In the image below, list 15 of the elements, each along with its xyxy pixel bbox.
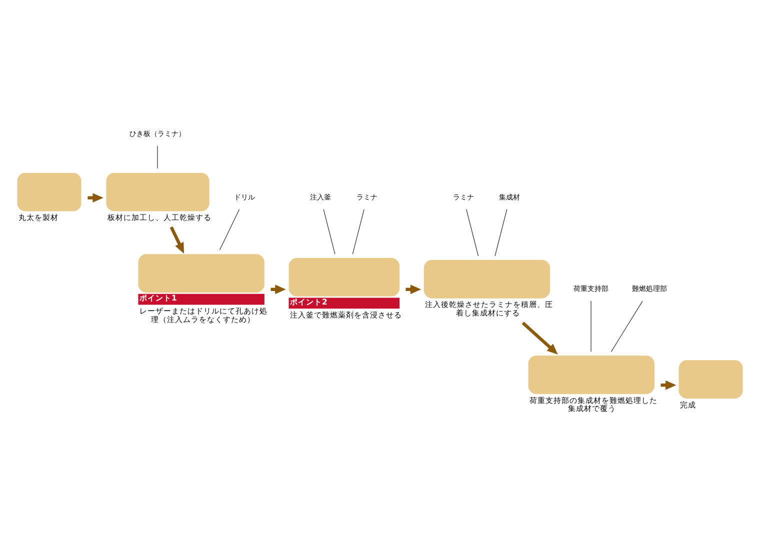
arrow [522,321,558,354]
connector [610,300,643,352]
connector [352,208,364,254]
node-box [424,259,550,298]
connector [466,208,479,256]
node-box [106,172,210,211]
connector [590,300,592,352]
connector [157,145,158,168]
node-box [678,360,743,398]
arrow [170,226,184,254]
connector [323,208,336,254]
connector [494,208,508,256]
node-box [17,172,82,211]
connector [219,208,240,250]
node-box [528,355,654,394]
